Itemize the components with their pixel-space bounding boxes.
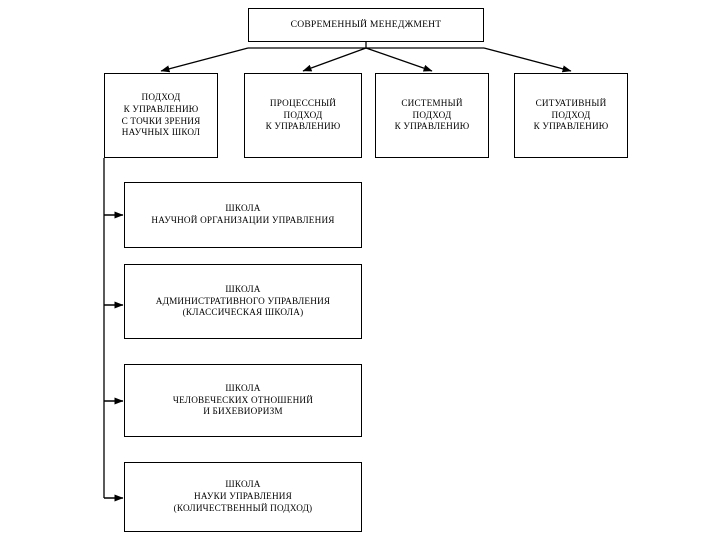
arrow-root-to-approach-2 [365, 47, 433, 72]
node-text-line: К УПРАВЛЕНИЮ [123, 103, 199, 114]
node-text-line: ЧЕЛОВЕЧЕСКИХ ОТНОШЕНИЙ [172, 394, 314, 405]
node-school-administrative: ШКОЛА АДМИНИСТРАТИВНОГО УПРАВЛЕНИЯ (КЛАС… [124, 264, 362, 339]
arrow-root-to-approach-1 [302, 47, 367, 72]
node-approach-situational: СИТУАТИВНЫЙ ПОДХОД К УПРАВЛЕНИЮ [514, 73, 628, 158]
node-text-line: ШКОЛА [225, 479, 261, 490]
node-text-line: ШКОЛА [225, 382, 261, 393]
node-text-line: СОВРЕМЕННЫЙ МЕНЕДЖМЕНТ [290, 18, 442, 30]
node-text-line: (КЛАССИЧЕСКАЯ ШКОЛА) [182, 307, 304, 318]
node-text-line: СИСТЕМНЫЙ [401, 97, 463, 108]
node-approach-process: ПРОЦЕССНЫЙ ПОДХОД К УПРАВЛЕНИЮ [244, 73, 362, 158]
node-text-line: С ТОЧКИ ЗРЕНИЯ [121, 115, 201, 126]
node-approach-system: СИСТЕМНЫЙ ПОДХОД К УПРАВЛЕНИЮ [375, 73, 489, 158]
node-text-line: ШКОЛА [225, 203, 261, 214]
node-school-scientific-organization: ШКОЛА НАУЧНОЙ ОРГАНИЗАЦИИ УПРАВЛЕНИЯ [124, 182, 362, 248]
node-text-line: ПРОЦЕССНЫЙ [269, 97, 337, 108]
arrow-root-to-approach-0 [160, 47, 249, 73]
node-text-line: К УПРАВЛЕНИЮ [394, 121, 470, 132]
node-text-line: И БИХЕВИОРИЗМ [203, 406, 283, 417]
node-text-line: СИТУАТИВНЫЙ [535, 97, 607, 108]
node-text-line: ПОДХОД [551, 109, 591, 120]
node-text-line: НАУКИ УПРАВЛЕНИЯ [194, 491, 292, 502]
arrow-root-to-approach-3 [483, 47, 572, 73]
node-text-line: К УПРАВЛЕНИЮ [533, 121, 609, 132]
node-text-line: К УПРАВЛЕНИЮ [265, 121, 341, 132]
node-text-line: АДМИНИСТРАТИВНОГО УПРАВЛЕНИЯ [155, 295, 331, 306]
node-approach-scientific-schools: ПОДХОД К УПРАВЛЕНИЮ С ТОЧКИ ЗРЕНИЯ НАУЧН… [104, 73, 218, 158]
node-text-line: ПОДХОД [283, 109, 323, 120]
node-modern-management: СОВРЕМЕННЫЙ МЕНЕДЖМЕНТ [248, 8, 484, 42]
node-text-line: ПОДХОД [412, 109, 452, 120]
node-text-line: НАУЧНОЙ ОРГАНИЗАЦИИ УПРАВЛЕНИЯ [151, 215, 335, 225]
node-school-management-science: ШКОЛА НАУКИ УПРАВЛЕНИЯ (КОЛИЧЕСТВЕННЫЙ П… [124, 462, 362, 532]
node-text-line: ПОДХОД [141, 91, 181, 102]
node-text-line: (КОЛИЧЕСТВЕННЫЙ ПОДХОД) [173, 502, 313, 513]
node-text-line: НАУЧНЫХ ШКОЛ [121, 127, 201, 138]
node-school-human-relations: ШКОЛА ЧЕЛОВЕЧЕСКИХ ОТНОШЕНИЙ И БИХЕВИОРИ… [124, 364, 362, 437]
node-text-line: ШКОЛА [225, 283, 261, 294]
